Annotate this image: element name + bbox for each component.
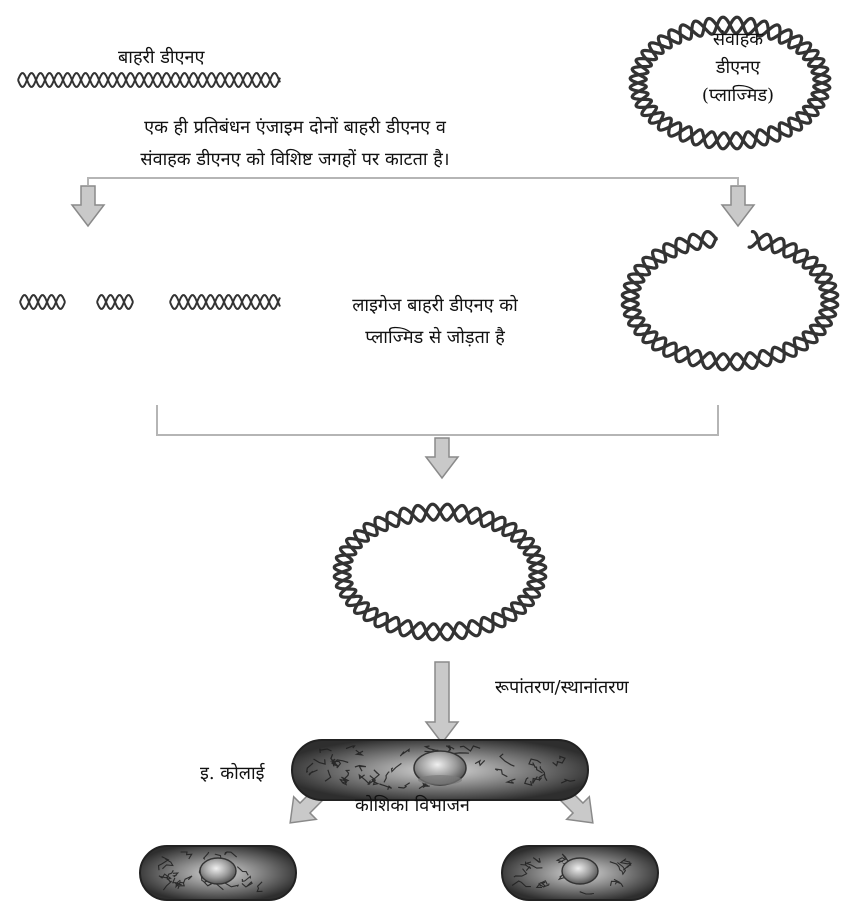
down-arrow-right xyxy=(720,185,756,228)
foreign-dna-label: बाहरी डीएनए xyxy=(118,47,205,68)
recombinant-plasmid-ring xyxy=(332,502,548,642)
ecoli-cell-parent xyxy=(291,739,589,801)
vector-plasmid-ring xyxy=(628,15,832,151)
ligase-caption-line2: प्लाज्मिड से जोड़ता है xyxy=(365,326,505,348)
ecoli-label: इ. कोलाई xyxy=(200,763,265,784)
top-bracket xyxy=(87,177,739,185)
vector-dna-label-line3: (प्लाज्मिड) xyxy=(701,84,775,106)
down-arrow-left xyxy=(70,185,106,228)
vector-dna-label-line2: डीएनए xyxy=(715,56,761,78)
cut-dna-fragment-left xyxy=(19,294,66,310)
foreign-dna-strand xyxy=(17,72,281,88)
restriction-caption-line2: संवाहक डीएनए को विशिष्ट जगहों पर काटता ह… xyxy=(140,148,450,170)
ecoli-cell-daughter-right xyxy=(501,845,659,901)
transformation-label: रूपांतरण/स्थानांतरण xyxy=(495,677,629,698)
cut-plasmid-ring xyxy=(620,229,840,372)
cut-dna-fragment-middle xyxy=(96,294,134,310)
restriction-enzyme-caption: एक ही प्रतिबंधन एंजाइम दोनों बाहरी डीएनए… xyxy=(60,112,530,175)
cut-dna-fragment-right xyxy=(169,294,281,310)
ligase-caption: लाइगेज बाहरी डीएनए को प्लाज्मिड से जोड़त… xyxy=(300,290,570,353)
vector-dna-label: संवाहक डीएनए (प्लाज्मिड) xyxy=(668,26,808,110)
merge-bracket xyxy=(156,405,719,436)
ecoli-cell-daughter-left xyxy=(139,845,297,901)
down-arrow-merge xyxy=(424,437,460,480)
ligase-caption-line1: लाइगेज बाहरी डीएनए को xyxy=(352,295,518,316)
cell-division-label: कोशिका विभाजन xyxy=(355,795,470,816)
down-arrow-transformation xyxy=(424,661,460,745)
vector-dna-label-line1: संवाहक xyxy=(712,29,764,50)
restriction-caption-line1: एक ही प्रतिबंधन एंजाइम दोनों बाहरी डीएनए… xyxy=(144,117,446,138)
